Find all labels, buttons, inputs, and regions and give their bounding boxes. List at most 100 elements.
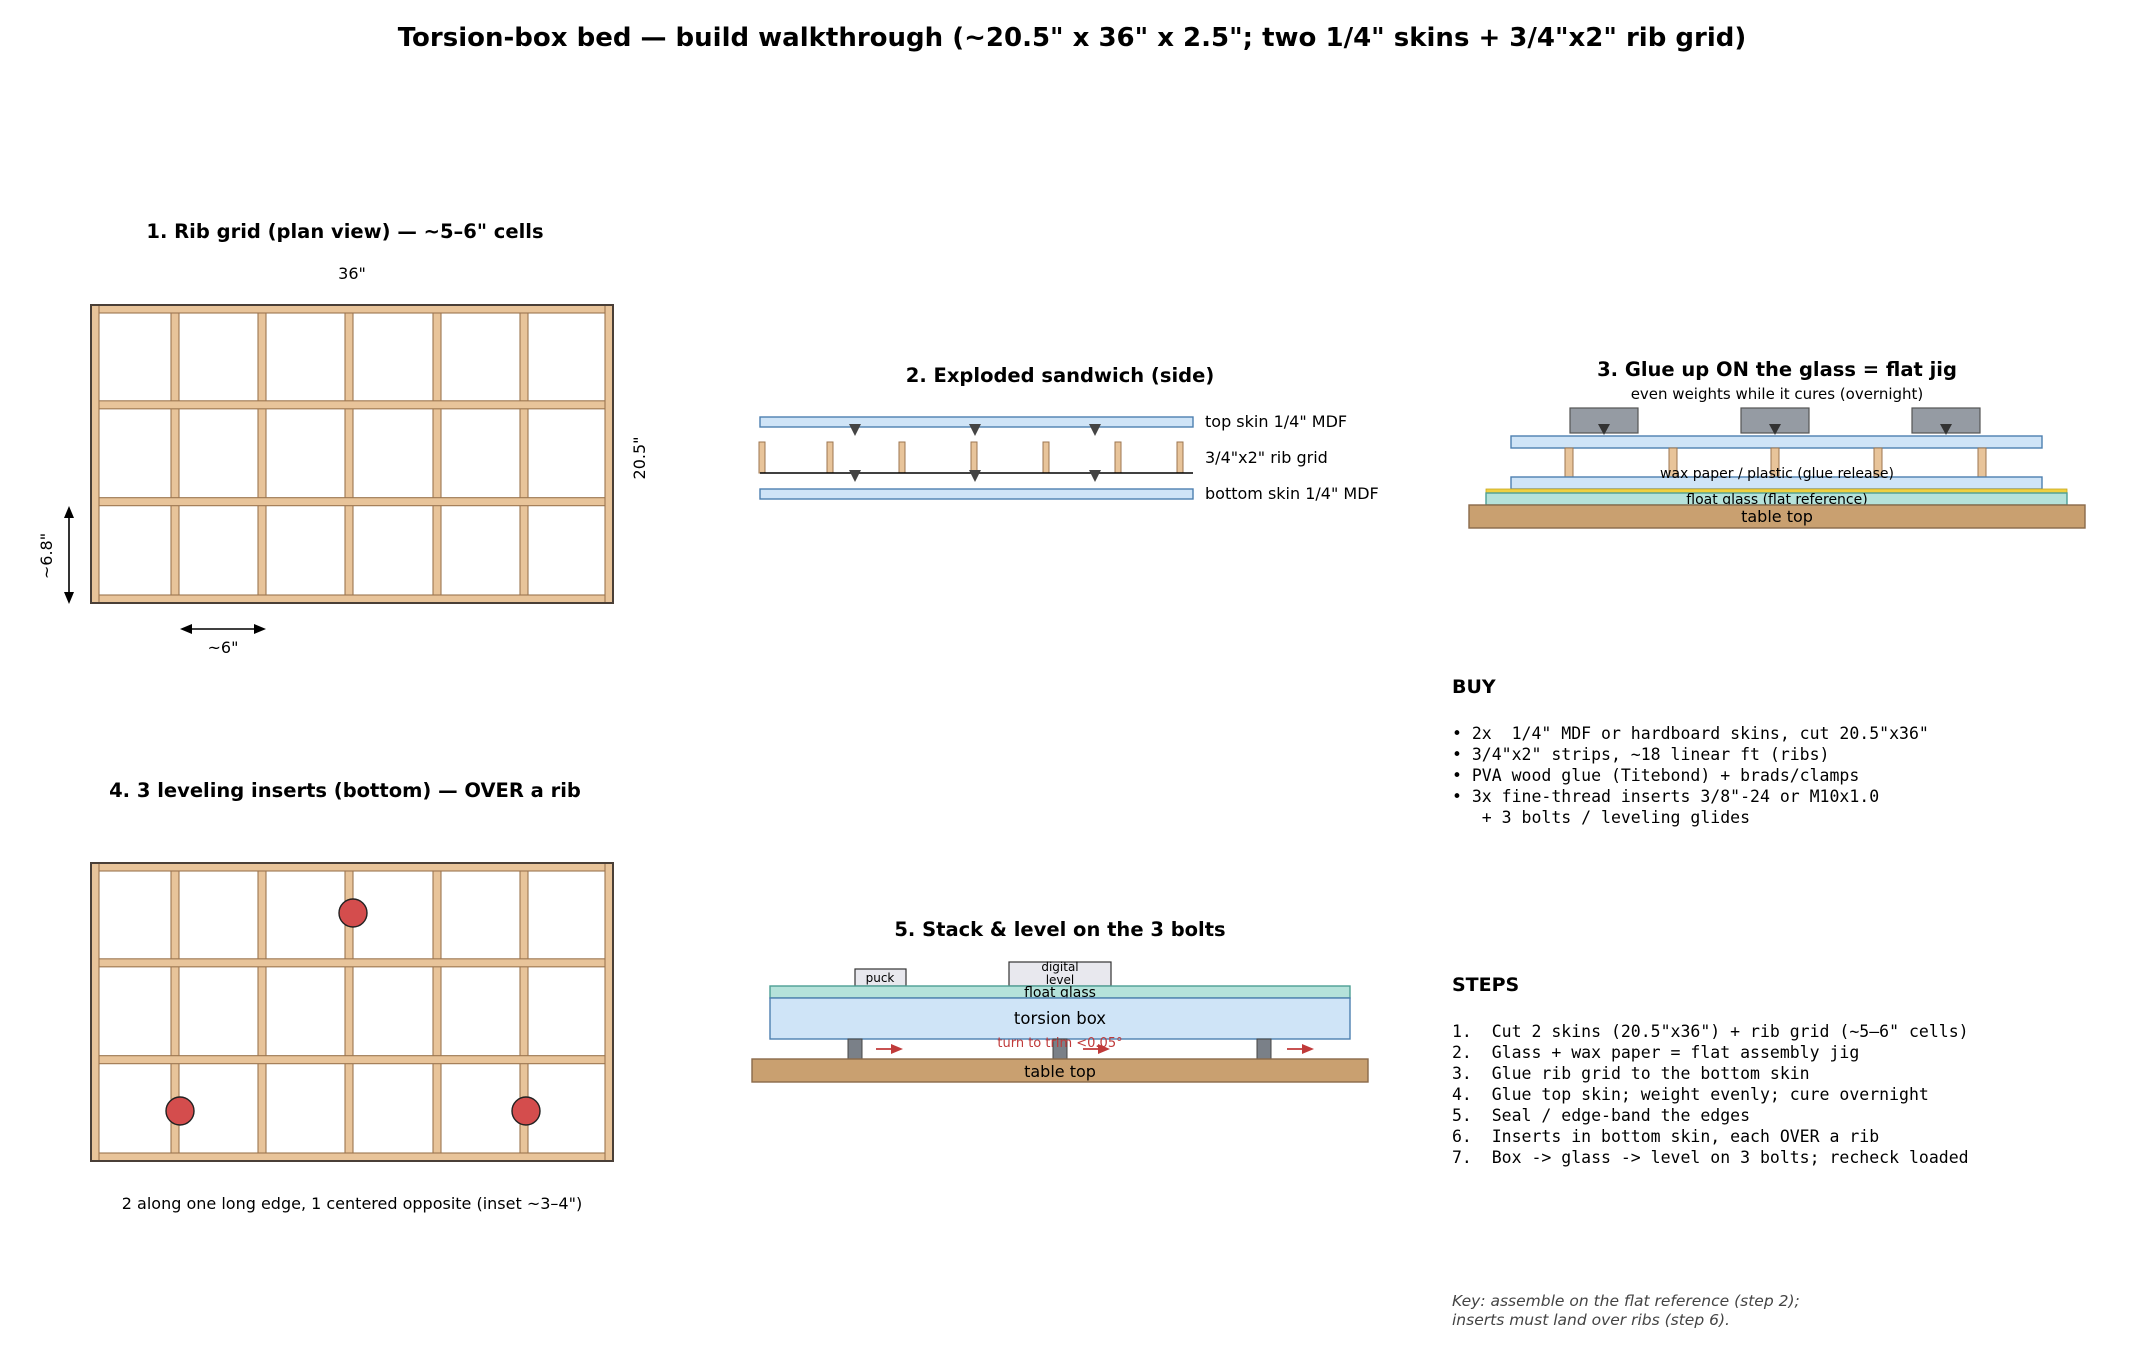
cell-height-arrowhead-bottom (64, 592, 74, 604)
rib (257, 304, 267, 604)
table-top (1468, 504, 2086, 529)
rib (432, 304, 442, 604)
panel3-title: 3. Glue up ON the glass = flat jig (1597, 358, 1957, 381)
stack-table-top-label: table top (1024, 1062, 1096, 1081)
step-item: 2. Glass + wax paper = flat assembly jig (1452, 1043, 1859, 1062)
rib-strip (898, 441, 906, 474)
rib-strip (970, 441, 978, 474)
press-arrow (1598, 424, 1610, 435)
torsion-box-label: torsion box (1014, 1009, 1106, 1028)
panel1-cell-height-label: ~6.8" (37, 533, 56, 579)
leveling-insert-marker (165, 1096, 195, 1126)
panel5-title: 5. Stack & level on the 3 bolts (894, 918, 1225, 941)
bottom-skin (759, 488, 1194, 500)
rib (90, 1055, 614, 1065)
panel-stack-level: 5. Stack & level on the 3 bolts puck dig… (751, 918, 1369, 1083)
panel-leveling-inserts: 4. 3 leveling inserts (bottom) — OVER a … (90, 779, 614, 1213)
wax-paper-label: wax paper / plastic (glue release) (1660, 466, 1894, 482)
cell-width-arrowhead-left (180, 624, 192, 634)
buy-item: • 3/4"x2" strips, ~18 linear ft (ribs) (1452, 745, 1830, 764)
key-line-1: Key: assemble on the flat reference (ste… (1452, 1292, 1800, 1310)
rib-strip (1042, 441, 1050, 474)
puck-label: puck (866, 971, 895, 985)
key-line-2: inserts must land over ribs (step 6). (1452, 1311, 1730, 1329)
digital-level-label-line1: digital (1041, 960, 1078, 974)
torsion-box (769, 997, 1351, 1040)
top-skin-label: top skin 1/4" MDF (1205, 412, 1347, 431)
buy-list: BUY • 2x 1/4" MDF or hardboard skins, cu… (1452, 676, 1929, 827)
rib-strip (826, 441, 834, 474)
press-arrow (969, 424, 981, 436)
rib (344, 304, 354, 604)
press-arrow (1940, 424, 1952, 435)
panel1-cell-width-label: ~6" (208, 638, 239, 657)
rib (90, 862, 614, 872)
rib (90, 862, 100, 1162)
buy-item: + 3 bolts / leveling glides (1452, 808, 1750, 827)
panel-rib-grid-plan: 1. Rib grid (plan view) — ~5–6" cells 36… (37, 220, 649, 657)
step-item: 7. Box -> glass -> level on 3 bolts; rec… (1452, 1148, 1969, 1167)
rib (90, 1152, 614, 1162)
press-arrow (969, 470, 981, 482)
buy-item: • 2x 1/4" MDF or hardboard skins, cut 20… (1452, 724, 1929, 743)
float-glass-label: float glass (flat reference) (1686, 492, 1867, 508)
rib (90, 497, 614, 507)
rib (257, 862, 267, 1162)
grid-outline (90, 304, 614, 604)
rib (90, 594, 614, 604)
rib-strip (1176, 441, 1184, 474)
rib-grid-plan (90, 304, 614, 604)
buy-heading: BUY (1452, 676, 1496, 698)
buy-item: • PVA wood glue (Titebond) + brads/clamp… (1452, 766, 1859, 785)
panel-exploded-sandwich: 2. Exploded sandwich (side) top skin 1/4… (758, 364, 1379, 503)
stack-table-top (751, 1058, 1369, 1083)
glue-up-rib (1564, 447, 1574, 478)
digital-level (1008, 961, 1112, 987)
step-item: 4. Glue top skin; weight evenly; cure ov… (1452, 1085, 1929, 1104)
cell-width-arrowhead-right (254, 624, 266, 634)
table-top-label: table top (1741, 507, 1813, 526)
rib (604, 304, 614, 604)
leveling-bolt (847, 1038, 863, 1060)
panel1-title: 1. Rib grid (plan view) — ~5–6" cells (146, 220, 543, 243)
panel1-height-label: 20.5" (630, 437, 649, 480)
key-note: Key: assemble on the flat reference (ste… (1452, 1292, 1800, 1329)
rib-strips-side (758, 441, 1184, 474)
rib (90, 304, 614, 314)
rib (90, 958, 614, 968)
panel2-title: 2. Exploded sandwich (side) (906, 364, 1214, 387)
press-arrow (849, 470, 861, 482)
cell-height-arrowhead-top (64, 506, 74, 518)
press-arrow (1089, 424, 1101, 436)
digital-level-label-line2: level (1046, 973, 1075, 987)
step-item: 1. Cut 2 skins (20.5"x36") + rib grid (~… (1452, 1022, 1969, 1041)
rib (604, 862, 614, 1162)
step-item: 5. Seal / edge-band the edges (1452, 1106, 1750, 1125)
rib-strip (758, 441, 766, 474)
press-arrow (849, 424, 861, 436)
step-item: 3. Glue rib grid to the bottom skin (1452, 1064, 1810, 1083)
buy-item: • 3x fine-thread inserts 3/8"-24 or M10x… (1452, 787, 1879, 806)
rib (432, 862, 442, 1162)
glue-up-rib (1977, 447, 1987, 478)
stack-float-glass-label: float glass (1024, 985, 1096, 1001)
turn-to-trim-label: turn to trim <0.05° (997, 1036, 1122, 1051)
figure-title: Torsion-box bed — build walkthrough (~20… (398, 23, 1746, 53)
panel-glue-up: 3. Glue up ON the glass = flat jig even … (1468, 358, 2086, 529)
turn-arrows (876, 1044, 1314, 1054)
weights (1569, 407, 1981, 435)
rib-strip (1114, 441, 1122, 474)
rib-grid-label: 3/4"x2" rib grid (1205, 448, 1328, 467)
rib (170, 304, 180, 604)
rib (90, 304, 100, 604)
step-item: 6. Inserts in bottom skin, each OVER a r… (1452, 1127, 1879, 1146)
press-arrow (1089, 470, 1101, 482)
steps-heading: STEPS (1452, 974, 1519, 996)
panel4-title: 4. 3 leveling inserts (bottom) — OVER a … (109, 779, 581, 802)
panel1-width-label: 36" (338, 264, 366, 283)
leveling-insert-marker (511, 1096, 541, 1126)
panel3-subtitle: even weights while it cures (overnight) (1631, 385, 1924, 403)
leveling-bolt (1256, 1038, 1272, 1060)
